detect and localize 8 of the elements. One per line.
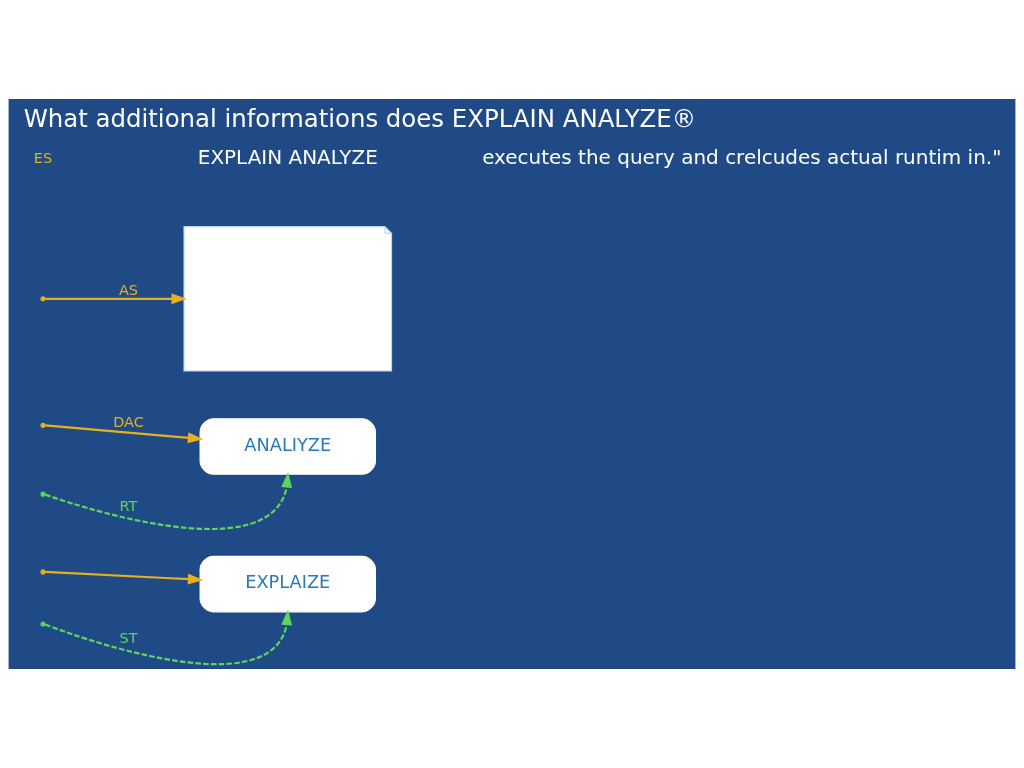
label: executes the query and crelcudes actual runtim in." [482,144,1002,169]
edge-label: AS [118,281,138,298]
diagram-title: What additional informations does EXPLAIN ANALYZE® [23,104,697,134]
label: EXPLAIN ANALYZE [197,144,378,169]
edge-label: RT [119,498,138,515]
label: ES [33,149,53,166]
edge-label: ST [119,630,138,647]
edge-label: DAC [113,413,144,430]
